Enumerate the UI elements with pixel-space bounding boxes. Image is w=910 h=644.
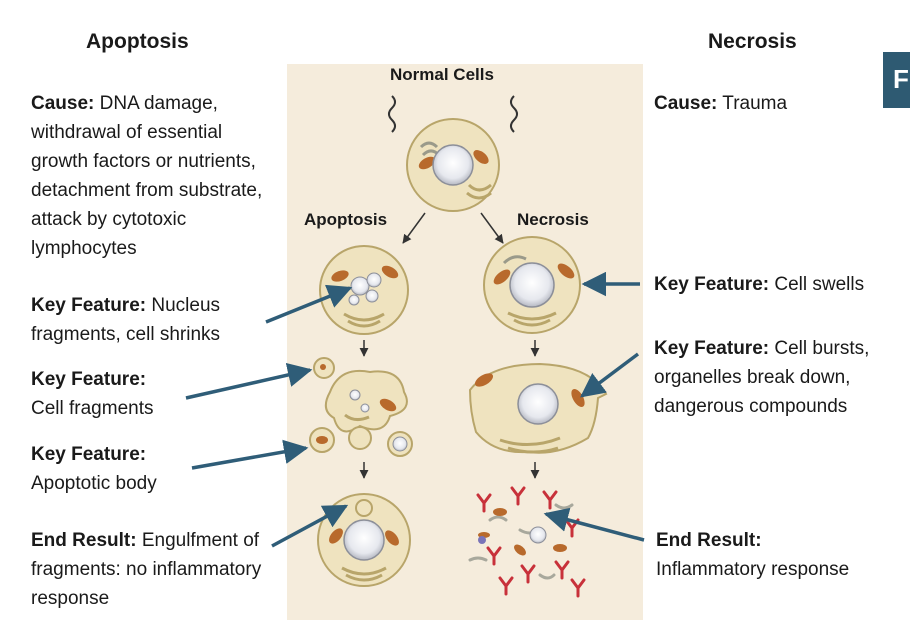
necrosis-cause: Cause: Trauma [654, 89, 874, 118]
cause-text: Trauma [717, 93, 788, 114]
key-feature-text: Cell fragments [31, 398, 154, 419]
necrosis-debris [468, 486, 586, 598]
end-result-label: End Result: [31, 530, 137, 551]
key-feature-label: Key Feature: [654, 338, 770, 359]
apoptosis-end-result: End Result: Engulfment of fragments: no … [31, 526, 276, 613]
apoptosis-cell-shrinking [319, 245, 409, 335]
signal-squiggle-right [510, 95, 518, 133]
branch-arrow-right [480, 212, 504, 244]
apoptosis-key-feature-3: Key Feature: Apoptotic body [31, 440, 231, 498]
cause-text: DNA damage, withdrawal of essential grow… [31, 93, 263, 259]
necrosis-key-feature-1: Key Feature: Cell swells [654, 270, 904, 299]
edge-tab: F [883, 52, 910, 108]
pointer-arrow-bursts [580, 352, 640, 398]
apoptosis-cause: Cause: DNA damage, withdrawal of essenti… [31, 89, 266, 263]
pointer-arrow-nucleus [265, 284, 353, 324]
necrosis-end-result: End Result: Inflammatory response [656, 526, 901, 584]
pointer-arrow-inflammatory [543, 507, 645, 542]
pointer-arrow-apoptotic-body [191, 439, 309, 470]
apoptosis-key-feature-2: Key Feature: Cell fragments [31, 365, 231, 423]
necrosis-cell-bursting [468, 362, 608, 454]
necrosis-heading: Necrosis [708, 30, 797, 53]
pointer-arrow-engulfment [271, 504, 349, 548]
key-feature-text: Cell swells [769, 274, 865, 295]
normal-cell [406, 118, 500, 212]
end-result-label: End Result: [656, 530, 762, 551]
cause-label: Cause: [654, 93, 718, 114]
key-feature-label: Key Feature: [654, 274, 770, 295]
branch-arrow-left [402, 212, 426, 244]
cause-label: Cause: [31, 93, 95, 114]
pointer-arrow-fragments [185, 362, 313, 400]
apoptosis-cell-fragments [309, 357, 413, 457]
key-feature-label: Key Feature: [31, 295, 147, 316]
branch-apoptosis-label: Apoptosis [304, 210, 388, 229]
key-feature-text: Nucleus fragments, cell shrinks [31, 295, 221, 345]
apoptosis-heading: Apoptosis [86, 30, 189, 53]
key-feature-label: Key Feature: [31, 369, 147, 390]
apoptosis-key-feature-1: Key Feature: Nucleus fragments, cell shr… [31, 291, 271, 349]
normal-cells-label: Normal Cells [390, 65, 494, 84]
signal-squiggle-left [388, 95, 396, 133]
key-feature-text: Cell bursts, organelles break down, dang… [654, 338, 870, 417]
necrosis-key-feature-2: Key Feature: Cell bursts, organelles bre… [654, 334, 904, 421]
end-result-text: Engulfment of fragments: no inflammatory… [31, 530, 262, 609]
key-feature-text: Apoptotic body [31, 473, 157, 494]
end-result-text: Inflammatory response [656, 559, 850, 580]
apoptosis-engulfment-cell [317, 493, 411, 587]
necrosis-cell-swelling [483, 236, 581, 334]
branch-necrosis-label: Necrosis [517, 210, 589, 229]
key-feature-label: Key Feature: [31, 444, 147, 465]
